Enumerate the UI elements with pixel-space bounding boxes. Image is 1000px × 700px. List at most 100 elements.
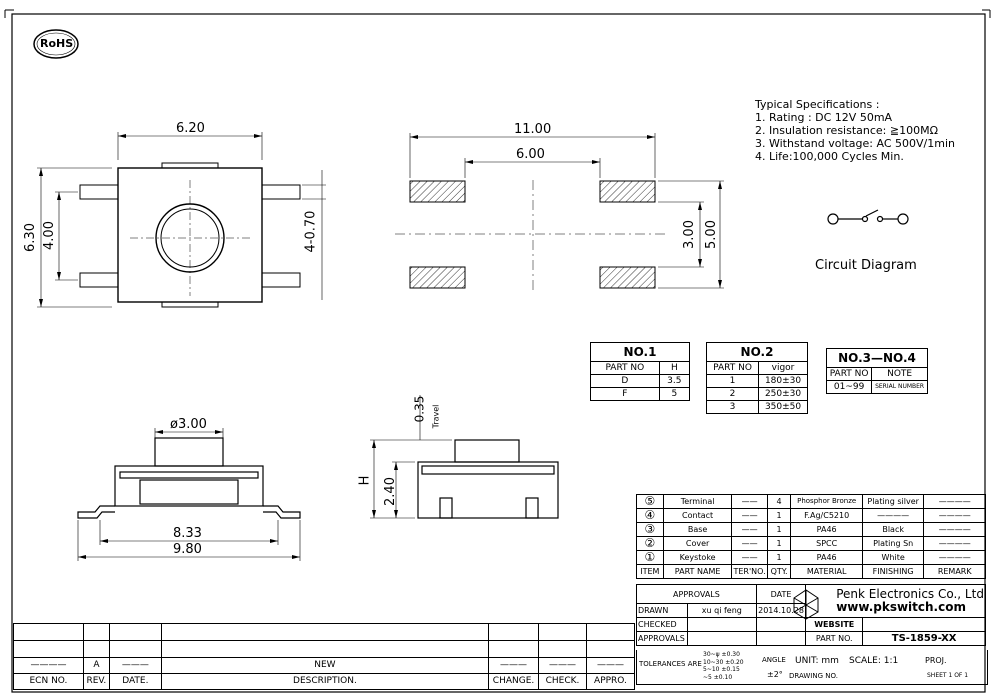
dim-pad-inner: 6.00 — [516, 147, 545, 162]
side-view-arrows — [372, 440, 398, 518]
table-cell: —— — [731, 522, 768, 537]
part-no-value: TS-1859-XX — [862, 631, 986, 646]
pcb-layout — [395, 133, 724, 290]
table-cell: 5 — [658, 387, 691, 401]
top-view-arrows — [39, 134, 262, 307]
table-header: CHECK. — [538, 673, 587, 690]
table-header: QTY. — [766, 564, 792, 579]
no1-title: NO.1 — [590, 342, 690, 362]
pcb-arrows — [410, 135, 722, 288]
dim-h-label: H — [357, 475, 373, 486]
drawn-by: xu qi feng — [686, 603, 757, 618]
table-header: ECN NO. — [13, 673, 84, 690]
dim-left-height: 6.30 — [22, 223, 38, 252]
drawn-date: 2014.10.28 — [755, 603, 807, 618]
proj-label: PROJ. — [925, 656, 947, 665]
company-website: www.pkswitch.com — [836, 600, 966, 614]
table-header: PART NO — [825, 367, 873, 381]
table-cell: 350±50 — [758, 400, 808, 414]
no34-title: NO.3—NO.4 — [826, 348, 928, 368]
table-cell: PA46 — [790, 522, 863, 537]
table-header: REV. — [82, 673, 110, 690]
table-cell: 1 — [705, 374, 760, 388]
dim-top-width: 6.20 — [176, 121, 205, 136]
revision-cell: NEW — [160, 657, 490, 674]
table-cell: ———— — [861, 508, 925, 523]
table-cell: —— — [731, 536, 768, 551]
spec-line: 1. Rating : DC 12V 50mA — [755, 111, 893, 124]
table-header: ITEM — [636, 564, 664, 579]
table-cell: Phosphor Bronze — [790, 494, 863, 509]
rohs-text: RoHS — [40, 37, 74, 50]
revision-cell: A — [82, 657, 110, 674]
table-header: TER'NO. — [731, 564, 768, 579]
tol-value: ±0.30 — [721, 651, 740, 658]
table-cell: 4 — [766, 494, 792, 509]
company-name: Penk Electronics Co., Ltd — [836, 587, 984, 601]
typical-specifications: Typical Specifications : 1. Rating : DC … — [755, 98, 955, 163]
table-cell: Terminal — [662, 494, 733, 509]
approvals2-label: APPROVALS — [636, 631, 688, 646]
table-cell: F.Ag/C5210 — [790, 508, 863, 523]
approvals2-date — [755, 631, 807, 646]
tol-range: 5~10 — [703, 666, 720, 673]
revision-cell: ———— — [13, 657, 84, 674]
table-cell: 2 — [705, 387, 760, 401]
bom-item-num: ① — [636, 550, 664, 565]
dim-total-w: 9.80 — [173, 542, 202, 557]
table-cell: —— — [731, 508, 768, 523]
table-header: REMARK — [923, 564, 986, 579]
tol-value: ±0.20 — [725, 658, 744, 666]
table-cell: SERIAL NUMBER — [871, 380, 928, 394]
table-cell: ———— — [923, 550, 986, 565]
top-view — [37, 132, 326, 308]
table-header: DESCRIPTION. — [160, 673, 490, 690]
spec-line: 4. Life:100,000 Cycles Min. — [755, 150, 904, 163]
dim-travel-label: Travel — [431, 404, 441, 429]
spec-line: 3. Withstand voltage: AC 500V/1min — [755, 137, 955, 150]
table-cell: SPCC — [790, 536, 863, 551]
front-view-arrows — [78, 430, 300, 559]
table-header: PART NO — [590, 361, 660, 375]
table-cell: —— — [731, 494, 768, 509]
scale-label: SCALE: 1:1 — [849, 656, 899, 666]
table-cell: ———— — [923, 536, 986, 551]
bom-item-num: ③ — [636, 522, 664, 537]
tol-range: 30~ψ — [703, 651, 720, 658]
dim-inner-height: 4.00 — [41, 221, 57, 250]
table-cell: White — [861, 550, 925, 565]
table-cell: 1 — [766, 550, 792, 565]
angle-value: ±2° — [767, 670, 783, 679]
table-cell: 180±30 — [758, 374, 808, 388]
revision-cell: ——— — [108, 657, 162, 674]
table-cell: Base — [662, 522, 733, 537]
no2-title: NO.2 — [706, 342, 808, 362]
table-cell: Plating silver — [861, 494, 925, 509]
tolerances-label: TOLERANCES ARE — [639, 660, 702, 668]
checked-value — [686, 617, 757, 632]
drawing-no-label: DRAWING NO. — [789, 672, 838, 680]
unit-label: UNIT: mm — [795, 656, 839, 666]
revision-cell: ——— — [488, 657, 540, 674]
side-view — [370, 395, 559, 519]
dim-travel: 0.35 — [412, 395, 427, 423]
table-cell: 1 — [766, 536, 792, 551]
table-cell: D — [590, 374, 660, 388]
table-cell: 1 — [766, 508, 792, 523]
dim-pad-h-outer: 5.00 — [703, 220, 719, 249]
spec-title: Typical Specifications : — [755, 98, 880, 111]
tol-rows: 30~ψ ±0.30 10~30 ±0.20 5~10 ±0.15 ~5 ±0.… — [703, 651, 744, 681]
drawn-label: DRAWN — [636, 603, 688, 618]
title-block: APPROVALS DATE Penk Electronics Co., Ltd… — [636, 584, 986, 646]
